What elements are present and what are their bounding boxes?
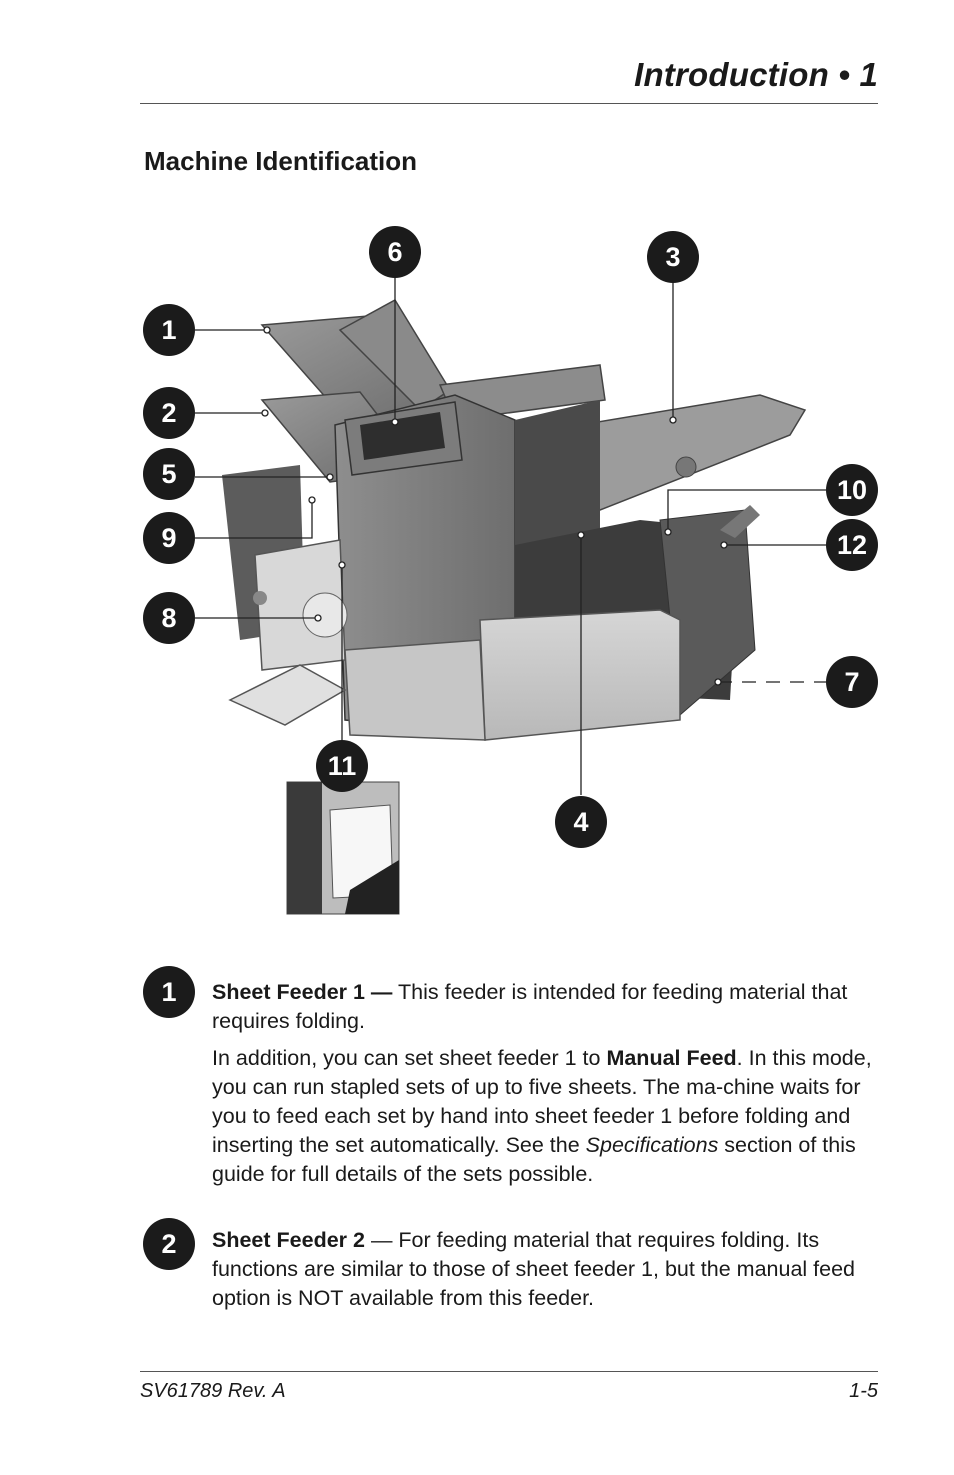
page-header-title: Introduction • 1 [634, 56, 878, 93]
fold-mechanism [515, 400, 600, 555]
callout-7: 7 [826, 656, 878, 708]
left-lower-module [254, 539, 346, 671]
front-door [228, 664, 347, 726]
item-2-text: — For feeding material that requires fol… [212, 1228, 855, 1310]
item-2-heading: Sheet Feeder 2 [212, 1228, 365, 1252]
item-1-heading: Sheet Feeder 1 — [212, 980, 393, 1004]
callout-8: 8 [143, 592, 195, 644]
callout-11: 11 [316, 740, 368, 792]
display-screen [360, 412, 445, 460]
item-1-para-2-text-c: section of this guide for full details o… [212, 1133, 856, 1186]
item-2-para-1: Sheet Feeder 2 — For feeding material th… [212, 1226, 882, 1313]
machine-figure: 6 3 1 2 5 9 8 10 12 7 11 4 [0, 220, 954, 940]
lower-cabinet [344, 639, 486, 741]
item-2-description: Sheet Feeder 2 — For feeding material th… [212, 1226, 882, 1321]
section-title: Machine Identification [144, 146, 418, 176]
callout-6: 6 [369, 226, 421, 278]
specifications-reference: Specifications [585, 1133, 719, 1157]
callout-12: 12 [826, 519, 878, 571]
item-1-para-2-text-a: In addition, you can set sheet feeder 1 … [212, 1046, 607, 1070]
callout-1: 1 [143, 304, 195, 356]
item-1-number: 1 [143, 966, 195, 1018]
callout-4: 4 [555, 796, 607, 848]
machine-illustration [195, 275, 826, 915]
callout-10: 10 [826, 464, 878, 516]
manual-feed-roller [302, 592, 348, 638]
item-2-number: 2 [143, 1218, 195, 1270]
side-knob [253, 591, 267, 605]
footer-page-number: 1-5 [849, 1380, 878, 1402]
item-1-para-2-text-b: . In this mode, you can run stapled sets… [212, 1046, 872, 1157]
inset-photo-hand [345, 860, 399, 914]
inset-photo-machine [287, 782, 322, 914]
base-unit [479, 609, 681, 741]
item-1-para-2: In addition, you can set sheet feeder 1 … [212, 1044, 882, 1189]
callout-9: 9 [143, 512, 195, 564]
envelope-hopper-guide [720, 505, 760, 538]
footer-divider [140, 1371, 878, 1372]
callout-3: 3 [647, 231, 699, 283]
item-1-description: Sheet Feeder 1 — This feeder is intended… [212, 978, 882, 1197]
header-divider [140, 103, 878, 104]
footer-doc-id: SV61789 Rev. A [140, 1380, 286, 1402]
callout-5: 5 [143, 448, 195, 500]
callout-2: 2 [143, 387, 195, 439]
item-1-text: This feeder is intended for feeding mate… [212, 980, 848, 1033]
item-1-para-1: Sheet Feeder 1 — This feeder is intended… [212, 978, 882, 1036]
output-tray-knob [675, 456, 697, 478]
leader-lines [195, 275, 826, 795]
manual-feed-term: Manual Feed [606, 1046, 737, 1070]
